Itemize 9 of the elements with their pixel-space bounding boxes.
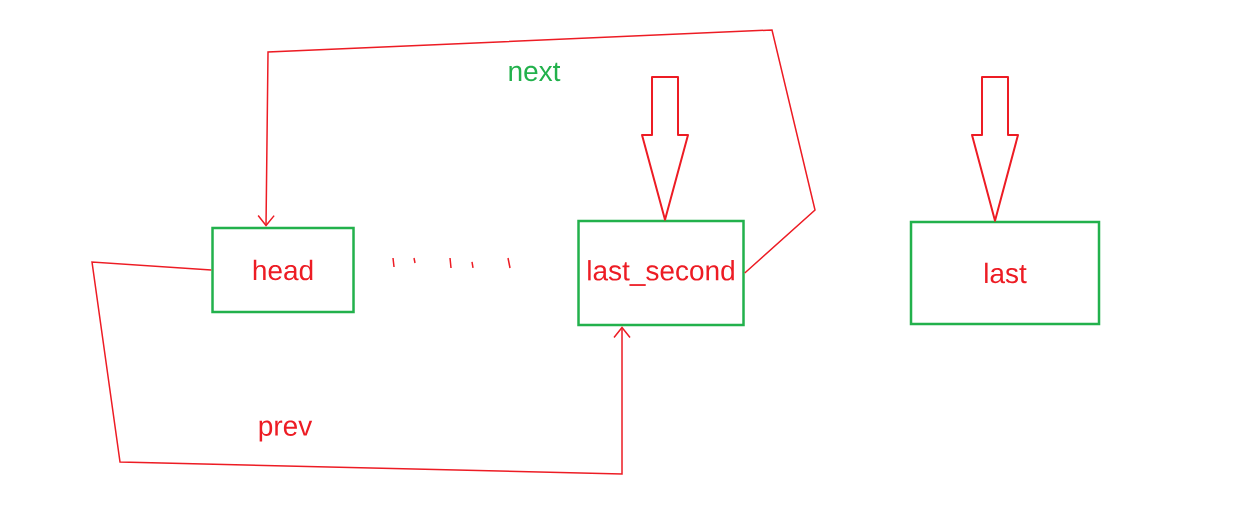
block-arrow [971,76,1019,222]
node-box: last [909,220,1101,326]
node-box: head [211,226,355,314]
arrow [91,261,631,475]
arrow [257,29,816,274]
block-arrow [641,76,689,221]
node-box: last_second [577,219,745,327]
edge-label: next [509,62,561,82]
edge-label: prev [259,420,313,442]
